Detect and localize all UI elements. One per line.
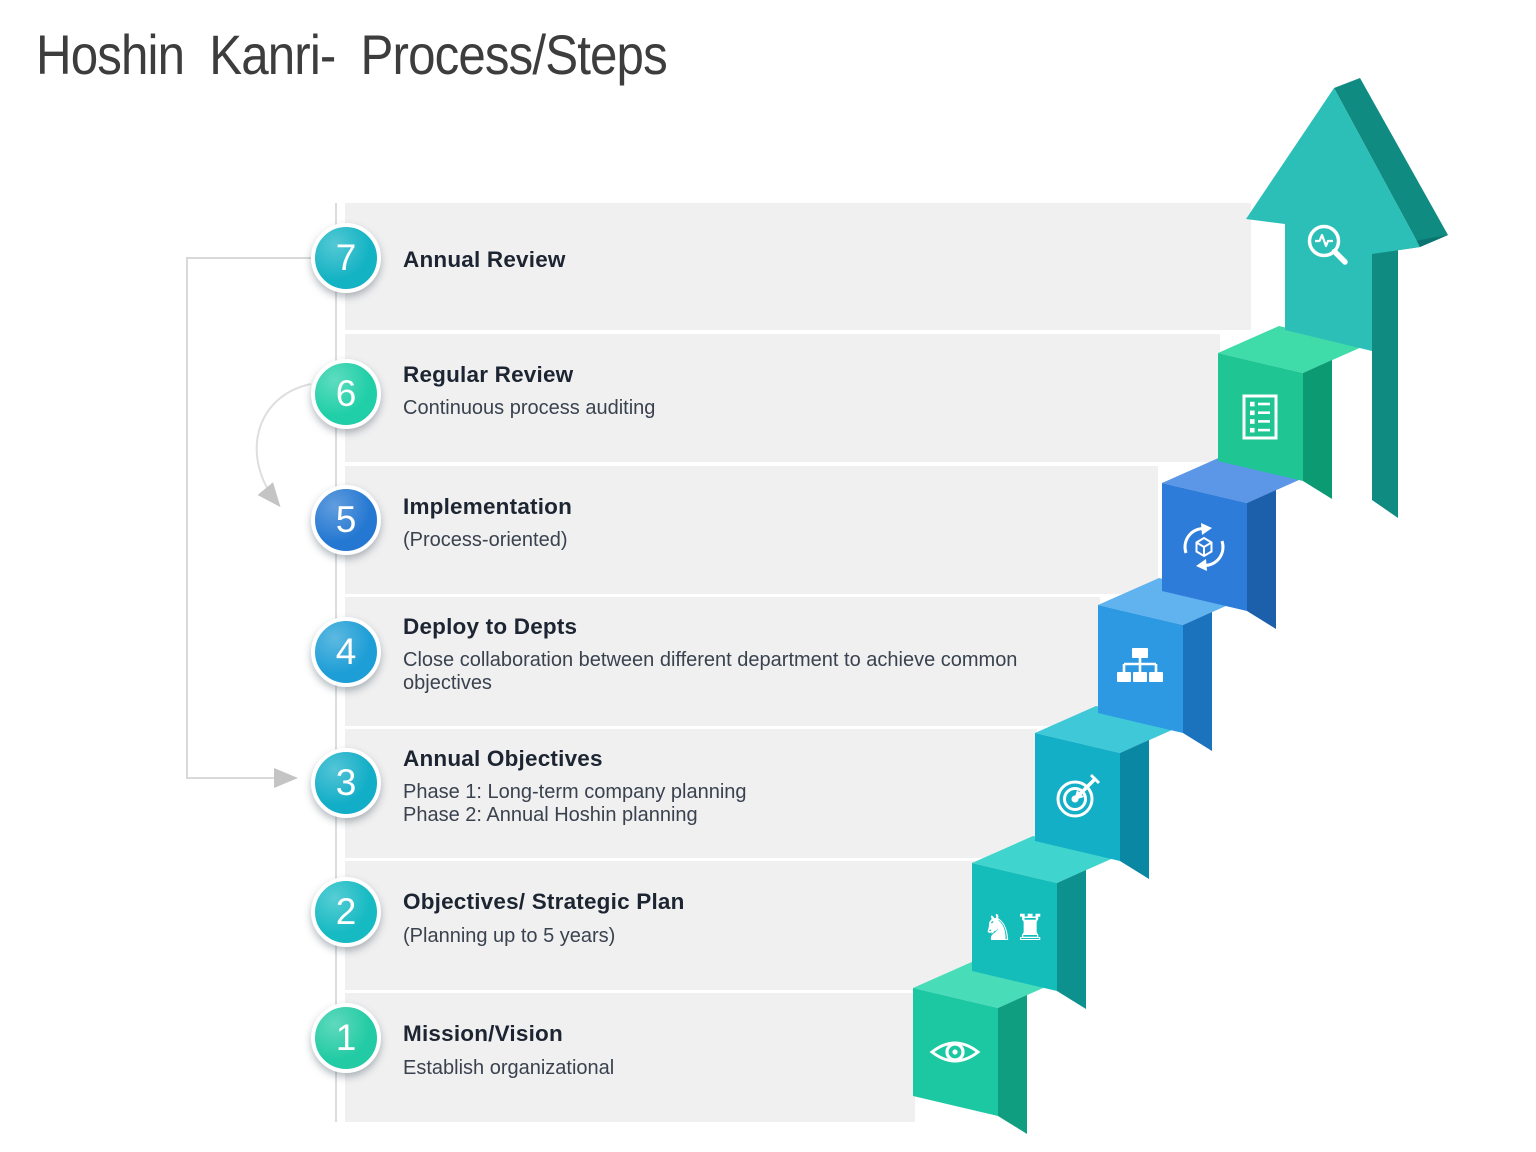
block-front-face: [1218, 353, 1303, 481]
block-side-face: [1183, 612, 1212, 751]
target-icon: [1056, 773, 1101, 818]
block-side-face: [1303, 360, 1332, 499]
step-details: Continuous process auditing: [403, 397, 1018, 420]
step-badge-6: 6: [311, 359, 381, 429]
step-badge-4: 4: [311, 617, 381, 687]
step-details: (Planning up to 5 years): [403, 925, 975, 948]
stair-block-3: [1035, 706, 1181, 879]
arrow-front-face: [1246, 88, 1420, 351]
block-front-face: [1098, 605, 1183, 733]
step-badge-7: 7: [311, 223, 381, 293]
arrow-wing-underside: [1372, 235, 1448, 254]
block-front-face: [1162, 483, 1247, 611]
step-detail-line: Phase 2: Annual Hoshin planning: [403, 804, 698, 827]
checklist-icon: [1242, 394, 1278, 440]
step-details: Close collaboration between different de…: [403, 649, 1018, 695]
org-chart-icon: [1117, 648, 1163, 682]
chess-strategy-icon: ♞♜: [982, 908, 1047, 949]
block-side-face: [1247, 490, 1276, 629]
step-detail-line: (Planning up to 5 years): [403, 924, 616, 947]
step-detail-line: Phase 1: Long-term company planning: [403, 781, 747, 804]
step-detail-line: Continuous process auditing: [403, 397, 656, 420]
step-detail-line: Close collaboration between different de…: [403, 649, 1018, 695]
step-badge-2: 2: [311, 877, 381, 947]
step-title: Regular Review: [403, 361, 574, 387]
step-title: Implementation: [403, 493, 573, 519]
block-side-face: [1057, 870, 1086, 1009]
stair-block-2: ♞♜: [972, 836, 1118, 1009]
page-title: Hoshin Kanri- Process/Steps: [36, 23, 668, 86]
step-title: Annual Review: [403, 246, 566, 272]
step-title: Objectives/ Strategic Plan: [403, 889, 685, 915]
step-row-5: Implementation (Process-oriented): [345, 466, 1158, 594]
step-badge-1: 1: [311, 1003, 381, 1073]
block-front-face: [972, 863, 1057, 991]
magnifier-pulse-icon: [1307, 224, 1348, 265]
block-side-face: [998, 995, 1027, 1134]
stair-block-6: [1218, 326, 1364, 499]
stair-block-4: [1098, 578, 1244, 751]
block-top-face: [1218, 326, 1364, 373]
step-details: (Process-oriented): [403, 529, 1018, 552]
stair-block-5: [1162, 456, 1308, 629]
process-cycle-icon: [1183, 523, 1225, 571]
loop-arrow-7-to-3: [186, 257, 317, 788]
step-detail-line: Establish organizational: [403, 1056, 615, 1079]
step-row-7: Annual Review: [345, 203, 1251, 330]
arrow-shaft-side-face: [1372, 244, 1398, 518]
arrow-head-side-face: [1334, 78, 1448, 247]
block-front-face: [913, 988, 998, 1116]
step-title: Annual Objectives: [403, 745, 603, 771]
block-top-face: [1162, 456, 1308, 503]
block-front-face: [1035, 733, 1120, 861]
cycle-arrow-6-to-5: [255, 383, 312, 508]
step-badge-5: 5: [311, 485, 381, 555]
step-detail-line: (Process-oriented): [403, 529, 568, 552]
step-title: Mission/Vision: [403, 1021, 563, 1047]
block-side-face: [1120, 740, 1149, 879]
step-row-2: Objectives/ Strategic Plan (Planning up t…: [345, 861, 975, 990]
step-title: Deploy to Depts: [403, 613, 578, 639]
step-badge-3: 3: [311, 748, 381, 818]
step-details: Establish organizational: [403, 1057, 915, 1080]
eye-icon: [929, 1041, 981, 1063]
svg-text:♞♜: ♞♜: [982, 908, 1047, 949]
stair-arrow-up: [1246, 78, 1448, 518]
